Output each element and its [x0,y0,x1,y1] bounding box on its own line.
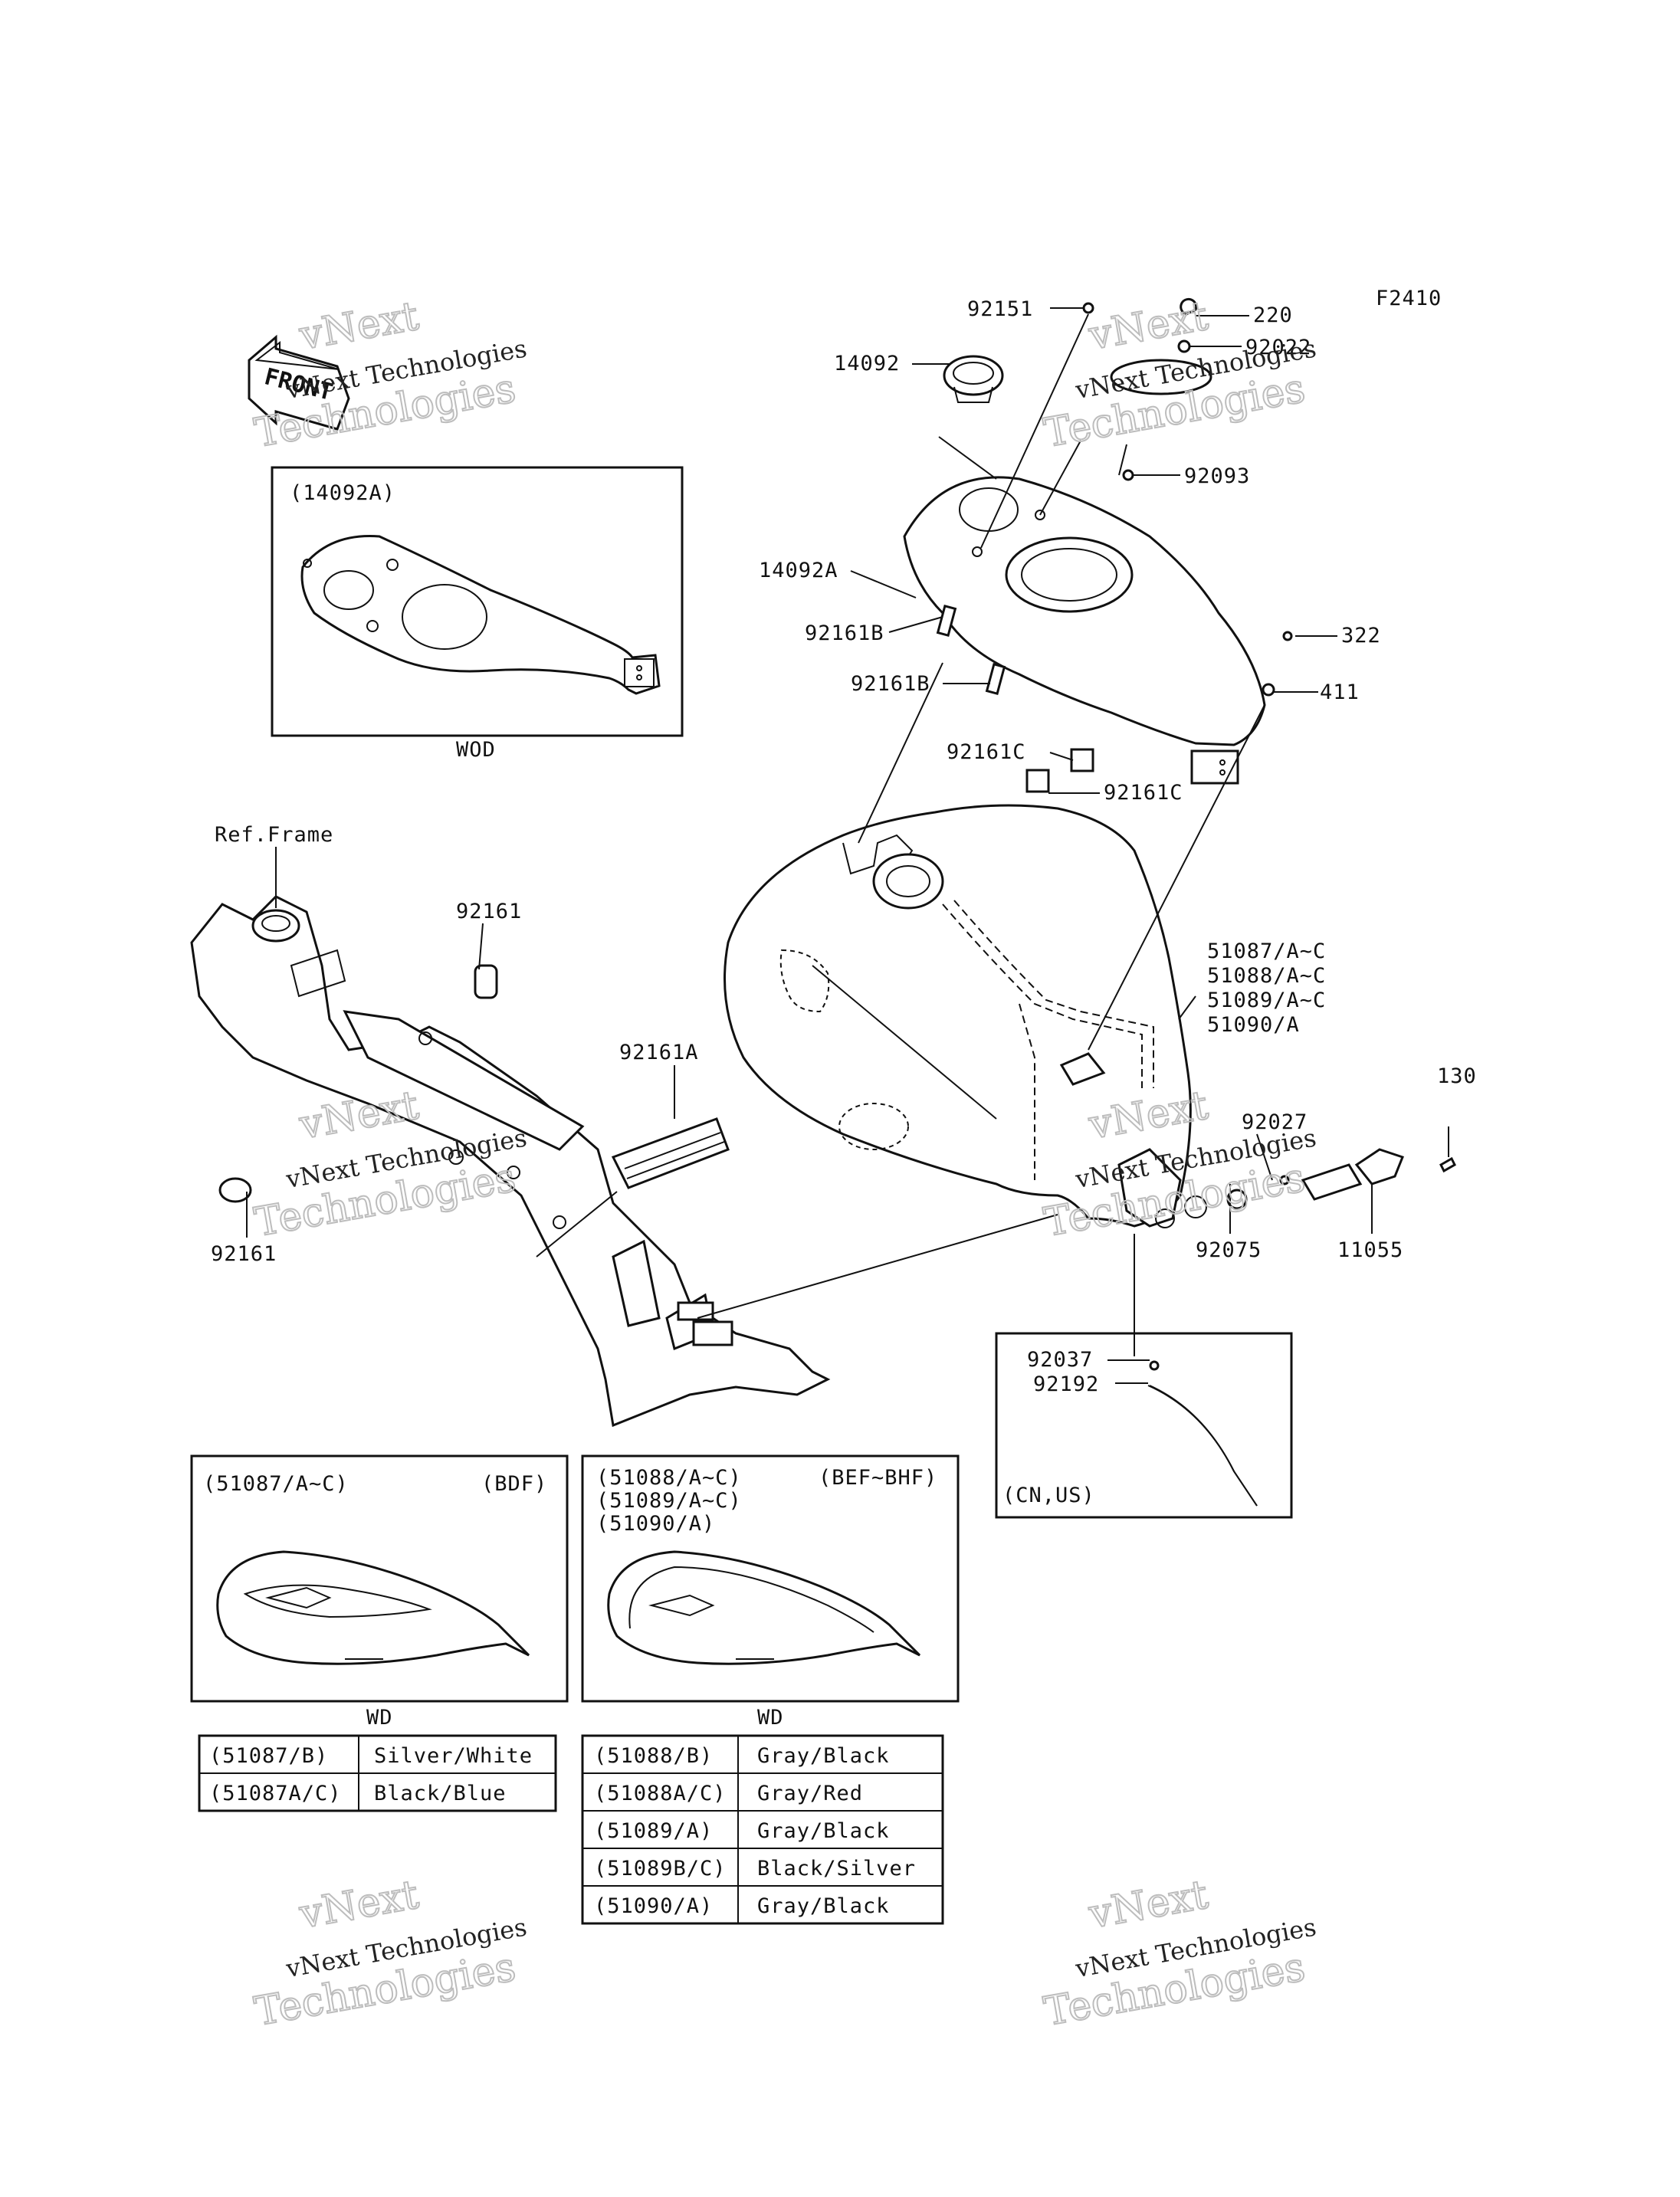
frame-dampers [218,923,498,1238]
label-92161a: 92161A [619,1041,699,1064]
svg-text:vNext: vNext [296,293,422,359]
inset-bef-model-1: (51088/A~C) [596,1466,742,1490]
label-92037: 92037 [1027,1348,1093,1372]
label-92161b-2: 92161B [851,672,930,696]
inset-cn-us-title: (CN,US) [1002,1484,1095,1507]
color-table-right: (51088/B) Gray/Black (51088A/C) Gray/Red… [581,1734,944,1925]
label-92192: 92192 [1033,1372,1099,1396]
label-tank-3: 51089/A~C [1207,989,1326,1012]
inset-bef-bhf: (51088/A~C) (51089/A~C) (51090/A) (BEF~B… [581,1454,960,1730]
table-right-part-3: (51089/A) [594,1819,713,1843]
inset-bef-model-3: (51090/A) [596,1512,715,1536]
inset-bdf-caption: WD [366,1706,393,1730]
label-ref-frame: Ref.Frame [215,823,333,847]
table-right-color-3: Gray/Black [757,1819,890,1843]
table-right-part-2: (51088A/C) [594,1782,727,1805]
frame [190,895,1058,1428]
label-411: 411 [1320,680,1360,704]
inset-cover-14092a: (14092A) WOD [271,466,684,762]
svg-text:vNext: vNext [1085,293,1212,359]
callout-leaders [850,307,1373,1384]
svg-text:vNext: vNext [1085,1872,1212,1938]
watermark-5: vNext vNext Technologies Technologies [251,1871,529,2036]
label-92022: 92022 [1245,336,1311,359]
inset-bdf-model: (51087/A~C) [203,1472,349,1496]
label-tank-2: 51088/A~C [1207,964,1326,988]
small-dampers [936,604,1293,793]
label-92161c-2: 92161C [1104,781,1183,805]
table-right-part-1: (51088/B) [594,1744,713,1768]
label-92161c-1: 92161C [947,740,1026,764]
figure-code: F2410 [1376,287,1442,310]
svg-text:vNext: vNext [296,1872,422,1938]
label-92151: 92151 [967,297,1033,321]
table-right-color-5: Gray/Black [757,1894,890,1918]
table-right-color-4: Black/Silver [757,1857,916,1881]
label-14092a: 14092A [759,559,838,582]
inset-bdf-code: (BDF) [481,1472,547,1496]
table-right-color-2: Gray/Red [757,1782,863,1805]
inset-cover-caption: WOD [456,738,496,762]
label-tank-4: 51090/A [1207,1013,1300,1037]
inset-bef-caption: WD [757,1706,784,1730]
cap-parts [943,297,1212,481]
color-table-left: (51087/B) Silver/White (51087A/C) Black/… [198,1734,557,1812]
table-right-part-5: (51090/A) [594,1894,713,1918]
label-92093: 92093 [1184,464,1250,488]
callout-labels: 92151 220 92022 14092 92093 14092A 92161… [211,297,1477,1396]
table-left-color-2: Black/Blue [374,1782,507,1805]
table-left-color-1: Silver/White [374,1744,533,1768]
tank-cover-14092a [903,313,1266,785]
label-11055: 11055 [1337,1238,1403,1262]
inset-bef-model-2: (51089/A~C) [596,1489,742,1513]
table-right-color-1: Gray/Black [757,1744,890,1768]
watermark-6: vNext vNext Technologies Technologies [1040,1871,1318,2036]
label-tank-1: 51087/A~C [1207,939,1326,963]
table-right-part-4: (51089B/C) [594,1857,727,1881]
label-92161b-1: 92161B [805,621,884,645]
label-92027: 92027 [1242,1110,1308,1134]
label-92161-top: 92161 [456,900,522,923]
fuel-cock-parts [1134,1126,1456,1356]
table-left-part-2: (51087A/C) [209,1782,342,1805]
inset-bdf: (51087/A~C) (BDF) WD [190,1454,569,1730]
label-92075: 92075 [1196,1238,1262,1262]
label-92161-bot: 92161 [211,1242,277,1266]
cover-alt-drawing [300,535,661,695]
inset-bef-code: (BEF~BHF) [819,1466,937,1490]
label-14092: 14092 [834,352,900,375]
svg-text:vNext: vNext [296,1083,422,1149]
inset-cn-us: (CN,US) [995,1332,1293,1519]
label-130: 130 [1437,1064,1477,1088]
damper-92161a [536,1065,730,1258]
label-322: 322 [1341,624,1381,648]
label-220: 220 [1253,303,1293,327]
inset-cover-title: (14092A) [290,481,395,505]
fuel-tank [724,804,1207,1228]
table-left-part-1: (51087/B) [209,1744,328,1768]
front-arrow-icon: FRONT [248,334,350,431]
